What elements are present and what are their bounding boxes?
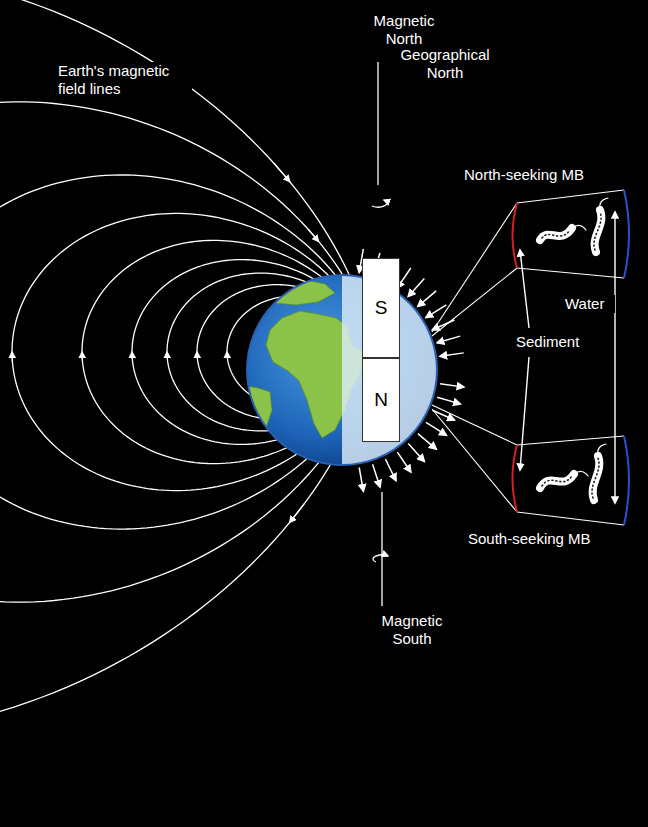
- radial-arrow: [437, 397, 460, 404]
- radial-arrow: [397, 452, 410, 472]
- region-label: Water: [563, 295, 615, 313]
- pole-label: Magnetic South: [368, 612, 456, 648]
- field-arrow: [274, 163, 290, 182]
- field-arrow: [131, 352, 133, 359]
- field-arrow: [226, 352, 227, 356]
- radial-arrow: [373, 464, 380, 487]
- radial-arrow: [418, 434, 436, 449]
- radial-arrow: [440, 384, 464, 387]
- field-arrow: [308, 229, 319, 241]
- pole-letter: S: [375, 297, 388, 319]
- pole-label: Magnetic North: [360, 12, 448, 48]
- field-line: [0, 102, 372, 602]
- field-arrow: [166, 352, 168, 358]
- indicator-arrows: [520, 212, 615, 503]
- radial-arrow: [432, 410, 454, 420]
- magnet-pole: S: [362, 258, 400, 358]
- radial-arrow: [408, 279, 424, 297]
- field-lines: [0, 0, 372, 737]
- pole-label: Geographical North: [392, 46, 498, 82]
- radial-arrow: [408, 444, 424, 462]
- field-line: [82, 240, 372, 463]
- radial-field-arrows: [359, 249, 464, 491]
- radial-arrow: [359, 467, 363, 491]
- radial-arrow: [385, 459, 396, 481]
- field-arrow: [196, 352, 198, 357]
- field-line: [0, 175, 372, 529]
- figure-label: Earth's magnetic field lines: [56, 62, 192, 98]
- magnet-pole: N: [362, 358, 400, 442]
- bacteria-label: South-seeking MB: [466, 530, 646, 548]
- field-line: [0, 0, 372, 737]
- field-arrow: [11, 352, 13, 363]
- radial-arrow: [426, 422, 446, 435]
- field-arrow: [81, 352, 83, 361]
- field-arrow: [290, 504, 304, 523]
- radial-arrow: [418, 291, 436, 306]
- region-label: Sediment: [514, 333, 598, 351]
- radial-arrow: [437, 336, 460, 343]
- sample-wedges: [432, 190, 629, 525]
- globe: [236, 275, 437, 465]
- bacteria-label: North-seeking MB: [462, 166, 636, 184]
- pole-letter: N: [374, 389, 388, 411]
- radial-arrow: [440, 353, 464, 356]
